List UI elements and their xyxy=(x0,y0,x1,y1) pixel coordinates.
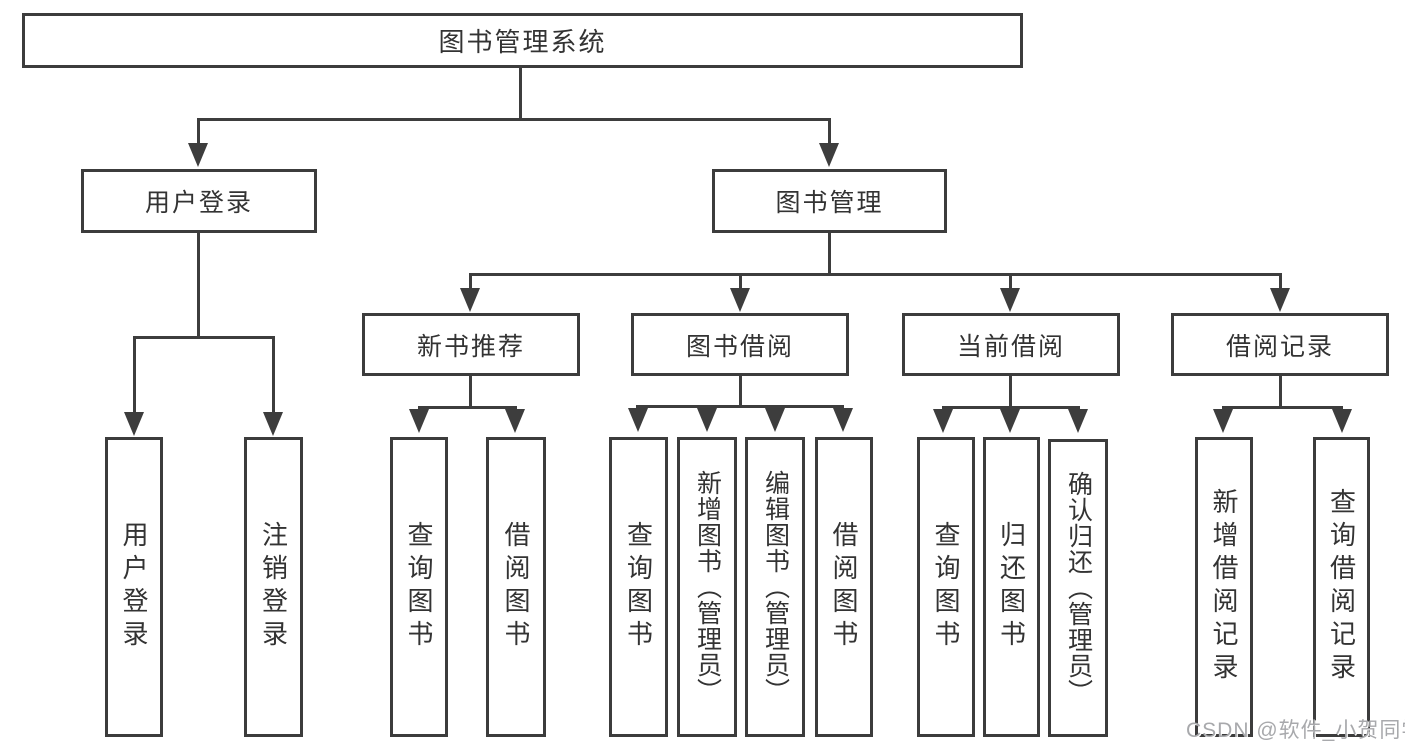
connector xyxy=(197,118,831,121)
connector xyxy=(828,118,831,146)
arrow-down-icon xyxy=(1270,288,1290,312)
watermark: CSDN @软件_小贺同学 xyxy=(1186,719,1405,742)
leaf-add-borrow-record: 新增借阅记录 xyxy=(1195,437,1253,737)
connector xyxy=(1009,273,1012,290)
arrow-down-icon xyxy=(1000,288,1020,312)
connector xyxy=(519,66,522,121)
leaf-user-login-label: 用户登录 xyxy=(119,521,149,653)
connector xyxy=(133,336,275,339)
node-root-label: 图书管理系统 xyxy=(438,27,607,57)
node-root: 图书管理系统 xyxy=(22,13,1023,68)
node-borrow-records: 借阅记录 xyxy=(1171,313,1389,376)
leaf-add-books-admin-label: 新增图书（管理员） xyxy=(693,470,722,704)
connector xyxy=(1279,376,1282,409)
leaf-query-books-current: 查询图书 xyxy=(917,437,975,737)
leaf-query-borrow-record: 查询借阅记录 xyxy=(1313,437,1370,737)
leaf-query-books-borrow-label: 查询图书 xyxy=(623,521,654,653)
arrow-down-icon xyxy=(409,409,429,433)
node-current-borrow: 当前借阅 xyxy=(902,313,1120,376)
leaf-confirm-return-admin-label: 确认归还（管理员） xyxy=(1064,471,1093,705)
arrow-down-icon xyxy=(765,408,785,432)
connector xyxy=(1279,273,1282,290)
connector xyxy=(739,273,742,290)
arrow-down-icon xyxy=(1000,409,1020,433)
leaf-edit-books-admin-label: 编辑图书（管理员） xyxy=(761,470,790,704)
arrow-down-icon xyxy=(263,412,283,436)
leaf-logout: 注销登录 xyxy=(244,437,303,737)
node-user-login-label: 用户登录 xyxy=(144,189,253,217)
leaf-query-books-recommend: 查询图书 xyxy=(390,437,448,737)
connector xyxy=(636,405,844,408)
connector xyxy=(942,406,1080,409)
leaf-edit-books-admin: 编辑图书（管理员） xyxy=(745,437,805,737)
leaf-confirm-return-admin: 确认归还（管理员） xyxy=(1048,439,1108,737)
node-current-borrow-label: 当前借阅 xyxy=(956,332,1065,361)
node-book-borrow: 图书借阅 xyxy=(631,313,849,376)
leaf-add-borrow-record-label: 新增借阅记录 xyxy=(1209,488,1239,686)
arrow-down-icon xyxy=(1332,409,1352,433)
leaf-return-books: 归还图书 xyxy=(983,437,1040,737)
connector xyxy=(133,336,136,414)
leaf-return-books-label: 归还图书 xyxy=(996,521,1027,653)
connector xyxy=(197,233,200,339)
leaf-query-books-recommend-label: 查询图书 xyxy=(404,521,434,653)
arrow-down-icon xyxy=(933,409,953,433)
arrow-down-icon xyxy=(833,408,853,432)
node-user-login: 用户登录 xyxy=(81,169,317,233)
node-book-management: 图书管理 xyxy=(712,169,947,233)
arrow-down-icon xyxy=(730,288,750,312)
arrow-down-icon xyxy=(697,408,717,432)
leaf-add-books-admin: 新增图书（管理员） xyxy=(677,437,737,737)
node-borrow-records-label: 借阅记录 xyxy=(1225,332,1334,361)
connector xyxy=(469,376,472,409)
leaf-borrow-books-label: 借阅图书 xyxy=(829,521,859,653)
node-new-book-recommend-label: 新书推荐 xyxy=(416,332,525,361)
arrow-down-icon xyxy=(124,412,144,436)
arrow-down-icon xyxy=(819,143,839,167)
connector xyxy=(1009,376,1012,409)
arrow-down-icon xyxy=(188,143,208,167)
arrow-down-icon xyxy=(460,288,480,312)
arrow-down-icon xyxy=(505,409,525,433)
node-book-borrow-label: 图书借阅 xyxy=(685,332,794,361)
connector xyxy=(418,406,517,409)
leaf-query-borrow-record-label: 查询借阅记录 xyxy=(1326,488,1357,686)
leaf-user-login: 用户登录 xyxy=(105,437,163,737)
leaf-query-books-current-label: 查询图书 xyxy=(931,521,961,653)
leaf-borrow-books-recommend: 借阅图书 xyxy=(486,437,546,737)
connector xyxy=(828,233,831,276)
connector xyxy=(469,273,472,290)
connector xyxy=(272,336,275,414)
leaf-borrow-books: 借阅图书 xyxy=(815,437,873,737)
connector xyxy=(469,273,1282,276)
arrow-down-icon xyxy=(1213,409,1233,433)
leaf-query-books-borrow: 查询图书 xyxy=(609,437,668,737)
arrow-down-icon xyxy=(628,408,648,432)
leaf-borrow-books-recommend-label: 借阅图书 xyxy=(501,521,531,653)
connector xyxy=(739,376,742,408)
node-new-book-recommend: 新书推荐 xyxy=(362,313,580,376)
connector xyxy=(197,118,200,146)
arrow-down-icon xyxy=(1068,409,1088,433)
connector xyxy=(1222,406,1343,409)
leaf-logout-label: 注销登录 xyxy=(258,521,289,653)
node-book-management-label: 图书管理 xyxy=(775,189,884,217)
